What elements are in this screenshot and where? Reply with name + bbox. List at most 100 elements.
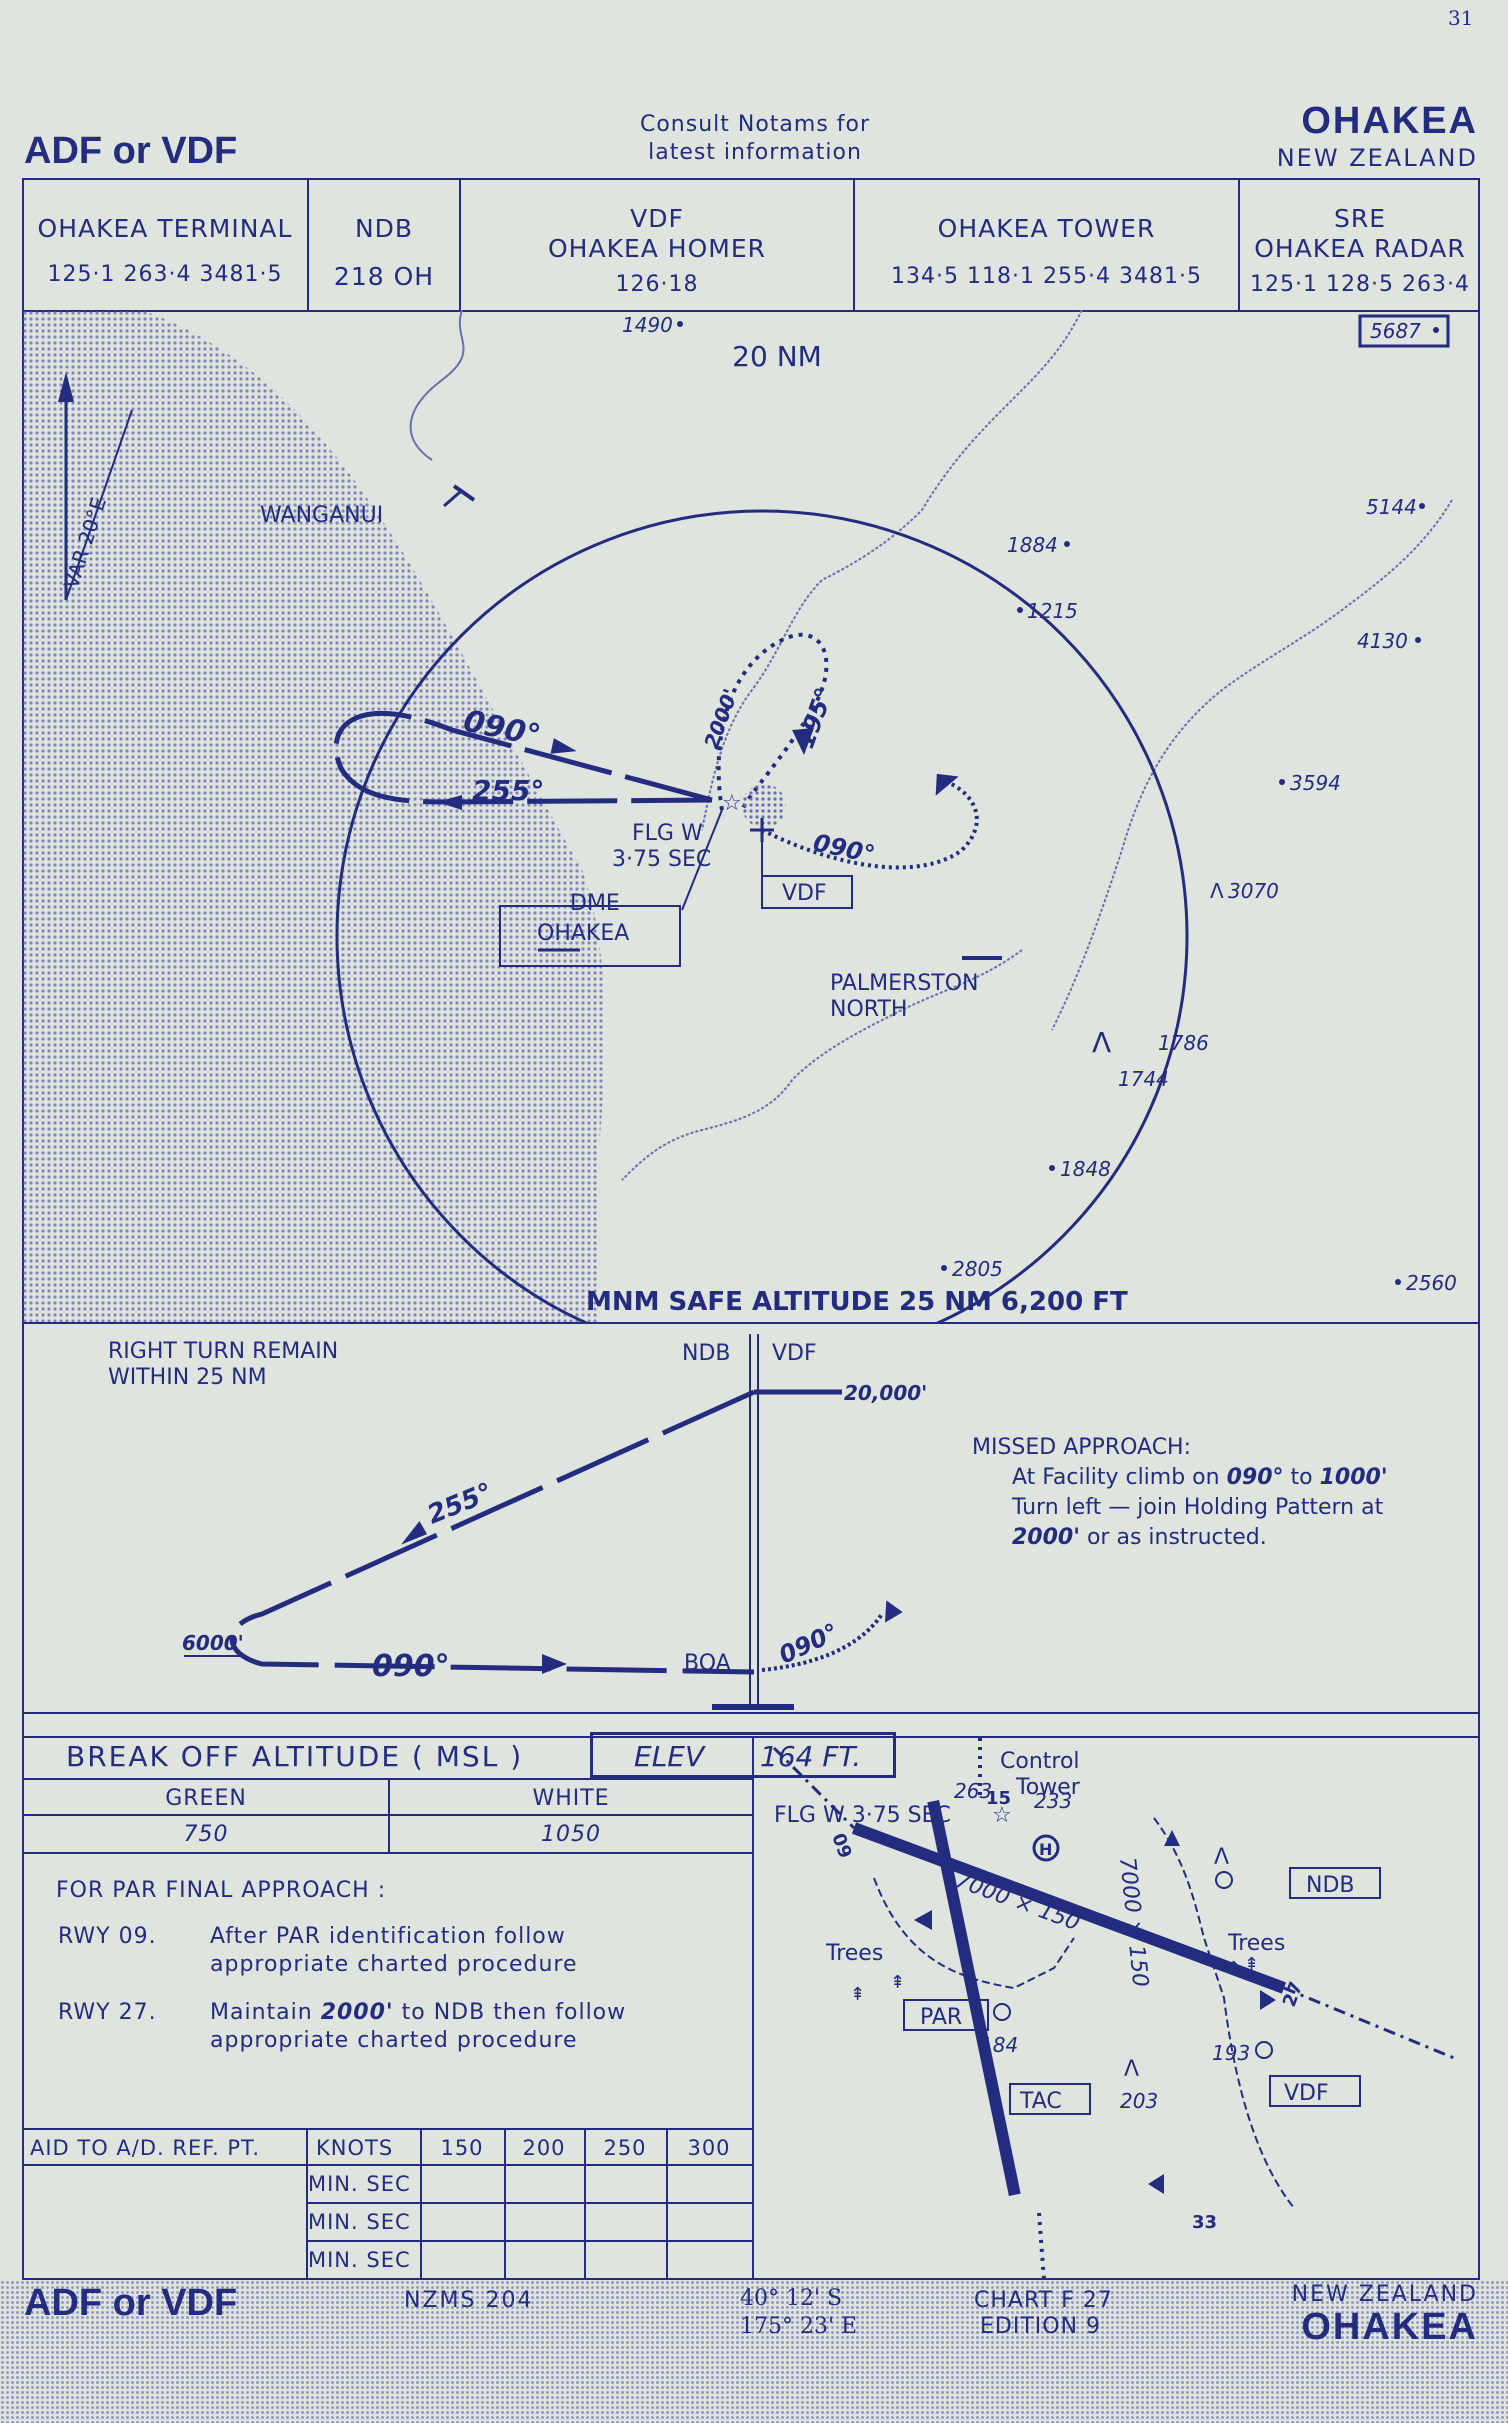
profile-090: 090° xyxy=(372,1649,450,1684)
sea-area xyxy=(22,310,605,1322)
ndb-box xyxy=(1289,1867,1381,1899)
timing-header-150: 150 xyxy=(440,2136,484,2160)
vdf-box xyxy=(1269,2075,1361,2107)
rwy09-text2: appropriate charted procedure xyxy=(210,1952,578,1977)
timing-header-200: 200 xyxy=(522,2136,566,2160)
svg-text:At Facility climb on 090° to 1: At Facility climb on 090° to 1000' xyxy=(1012,1465,1388,1490)
vdf-icon xyxy=(1255,2041,1273,2059)
freq-terminal-values: 125·1 263·4 3481·5 xyxy=(47,262,283,287)
ring-label: 20 NM xyxy=(732,340,822,373)
par-title: FOR PAR FINAL APPROACH : xyxy=(56,1878,387,1903)
tree-icon: ⇞ xyxy=(1244,1954,1259,1975)
footer-country: NEW ZEALAND xyxy=(1291,2282,1478,2307)
h233: 233 xyxy=(1034,1789,1072,1813)
freq-sre-values: 125·1 128·5 263·4 xyxy=(1250,272,1470,297)
entry-track xyxy=(716,632,829,811)
elev-label: ELEV xyxy=(634,1740,705,1773)
par-label: PAR xyxy=(920,2005,962,2030)
flg-label: FLG W 3·75 SEC xyxy=(774,1803,951,1828)
white-header: WHITE xyxy=(532,1786,610,1811)
control-tower-line2: Tower xyxy=(1015,1775,1081,1800)
h184: 184 xyxy=(980,2033,1018,2057)
timing-row-label: MIN. SEC xyxy=(308,2172,411,2196)
timing-row-label: MIN. SEC xyxy=(308,2248,411,2272)
freq-ndb-values: 218 OH xyxy=(333,262,435,291)
freq-ndb-title: NDB xyxy=(354,214,414,243)
holding-track xyxy=(333,711,713,805)
right-turn-line2: WITHIN 25 NM xyxy=(108,1365,267,1390)
ndb-icon xyxy=(1215,1871,1233,1889)
par-box xyxy=(903,1999,989,2031)
footer-name: OHAKEA xyxy=(1301,2306,1478,2348)
rwy33-label: 33 xyxy=(1192,2212,1217,2233)
plan-view: 20 NM VAR 20°E WANGANUI 090° 255° 2000' … xyxy=(22,310,1457,1322)
svg-text:H: H xyxy=(1039,1840,1052,1859)
svg-text:5687: 5687 xyxy=(1370,319,1421,343)
svg-text:3070: 3070 xyxy=(1228,879,1279,903)
svg-text:2000' or as instructed.: 2000' or as instructed. xyxy=(1012,1525,1267,1550)
footer-chart: CHART F 27 xyxy=(974,2288,1113,2313)
tac-box xyxy=(1009,2083,1091,2115)
runway-09-27 xyxy=(851,1822,1287,1994)
tac-label: TAC xyxy=(1019,2089,1062,2114)
freq-tower-title: OHAKEA TOWER xyxy=(937,214,1156,243)
timing-header-300: 300 xyxy=(687,2136,731,2160)
green-header: GREEN xyxy=(165,1786,247,1811)
tree-icon: ⇞ xyxy=(890,1972,905,1993)
timing-header-aid: AID TO A/D. REF. PT. xyxy=(30,2136,260,2160)
mast-icon: Λ xyxy=(1092,1026,1111,1059)
palmerston-line1: PALMERSTON xyxy=(830,971,979,996)
svg-text:5144: 5144 xyxy=(1366,495,1417,519)
ring-20nm xyxy=(335,509,1189,1322)
notice-line2: latest information xyxy=(648,140,862,165)
freq-tower-values: 134·5 118·1 255·4 3481·5 xyxy=(891,264,1202,289)
tree-icon: ⇞ xyxy=(1226,1958,1241,1979)
rwy27-text1: Maintain 2000' to NDB then follow xyxy=(210,2000,627,2025)
svg-text:1215: 1215 xyxy=(1027,599,1078,623)
freq-vdf-title: VDF xyxy=(630,204,684,233)
alt-20000: 20,000' xyxy=(844,1381,927,1405)
beacon-star-icon: ☆ xyxy=(992,1803,1012,1828)
freq-vdf-sub: OHAKEA HOMER xyxy=(547,234,767,263)
rwy15-label: 15 xyxy=(986,1788,1011,1809)
elev-value: 164 FT. xyxy=(760,1740,862,1773)
dme-box xyxy=(499,905,681,967)
svg-text:2560: 2560 xyxy=(1406,1271,1457,1295)
h203: 203 xyxy=(1120,2089,1158,2113)
trees-right: Trees xyxy=(1227,1931,1285,1956)
profile-track xyxy=(229,1389,756,1675)
palmerston-line2: NORTH xyxy=(830,997,907,1022)
river xyxy=(1051,499,1453,1031)
boa-title: BREAK OFF ALTITUDE ( MSL ) xyxy=(66,1740,524,1773)
notice-line1: Consult Notams for xyxy=(639,112,871,137)
footer-lat: 40° 12' S xyxy=(740,2286,843,2311)
river xyxy=(621,949,1023,1181)
par-icon xyxy=(993,2003,1011,2021)
ndb-label: NDB xyxy=(1306,1873,1355,1898)
timing-header-250: 250 xyxy=(603,2136,647,2160)
svg-text:Turn left — join Holding Patte: Turn left — join Holding Pattern at xyxy=(1011,1495,1384,1520)
vdf-box xyxy=(761,875,853,909)
footer-nzms: NZMS 204 xyxy=(404,2288,534,2313)
tree-icon: ⇞ xyxy=(850,1984,865,2005)
white-value: 1050 xyxy=(541,1822,601,1847)
tac-icon: Λ xyxy=(1124,2057,1139,2082)
course-255: 255° xyxy=(472,774,544,807)
svg-text:2805: 2805 xyxy=(952,1257,1003,1281)
header-left-title: ADF or VDF xyxy=(24,130,238,172)
timing-row-label: MIN. SEC xyxy=(308,2210,411,2234)
freq-terminal-title: OHAKEA TERMINAL xyxy=(37,214,293,243)
missed-track xyxy=(761,778,979,870)
boa-label: BOA xyxy=(684,1651,731,1676)
trees-left: Trees xyxy=(825,1941,883,1966)
control-tower-line1: Control xyxy=(1000,1749,1080,1774)
dme-line2: OHAKEA xyxy=(537,921,629,946)
svg-text:1848: 1848 xyxy=(1060,1157,1111,1181)
svg-text:1884: 1884 xyxy=(1007,533,1058,557)
profile-view: RIGHT TURN REMAIN WITHIN 25 NM NDB VDF 2… xyxy=(108,1334,1388,1710)
alt-2000: 2000' xyxy=(699,685,743,751)
dme-line1: DME xyxy=(570,891,620,916)
rwy09-text1: After PAR identification follow xyxy=(210,1924,566,1949)
alt-6000: 6000' xyxy=(182,1631,244,1655)
right-turn-line1: RIGHT TURN REMAIN xyxy=(108,1339,338,1364)
